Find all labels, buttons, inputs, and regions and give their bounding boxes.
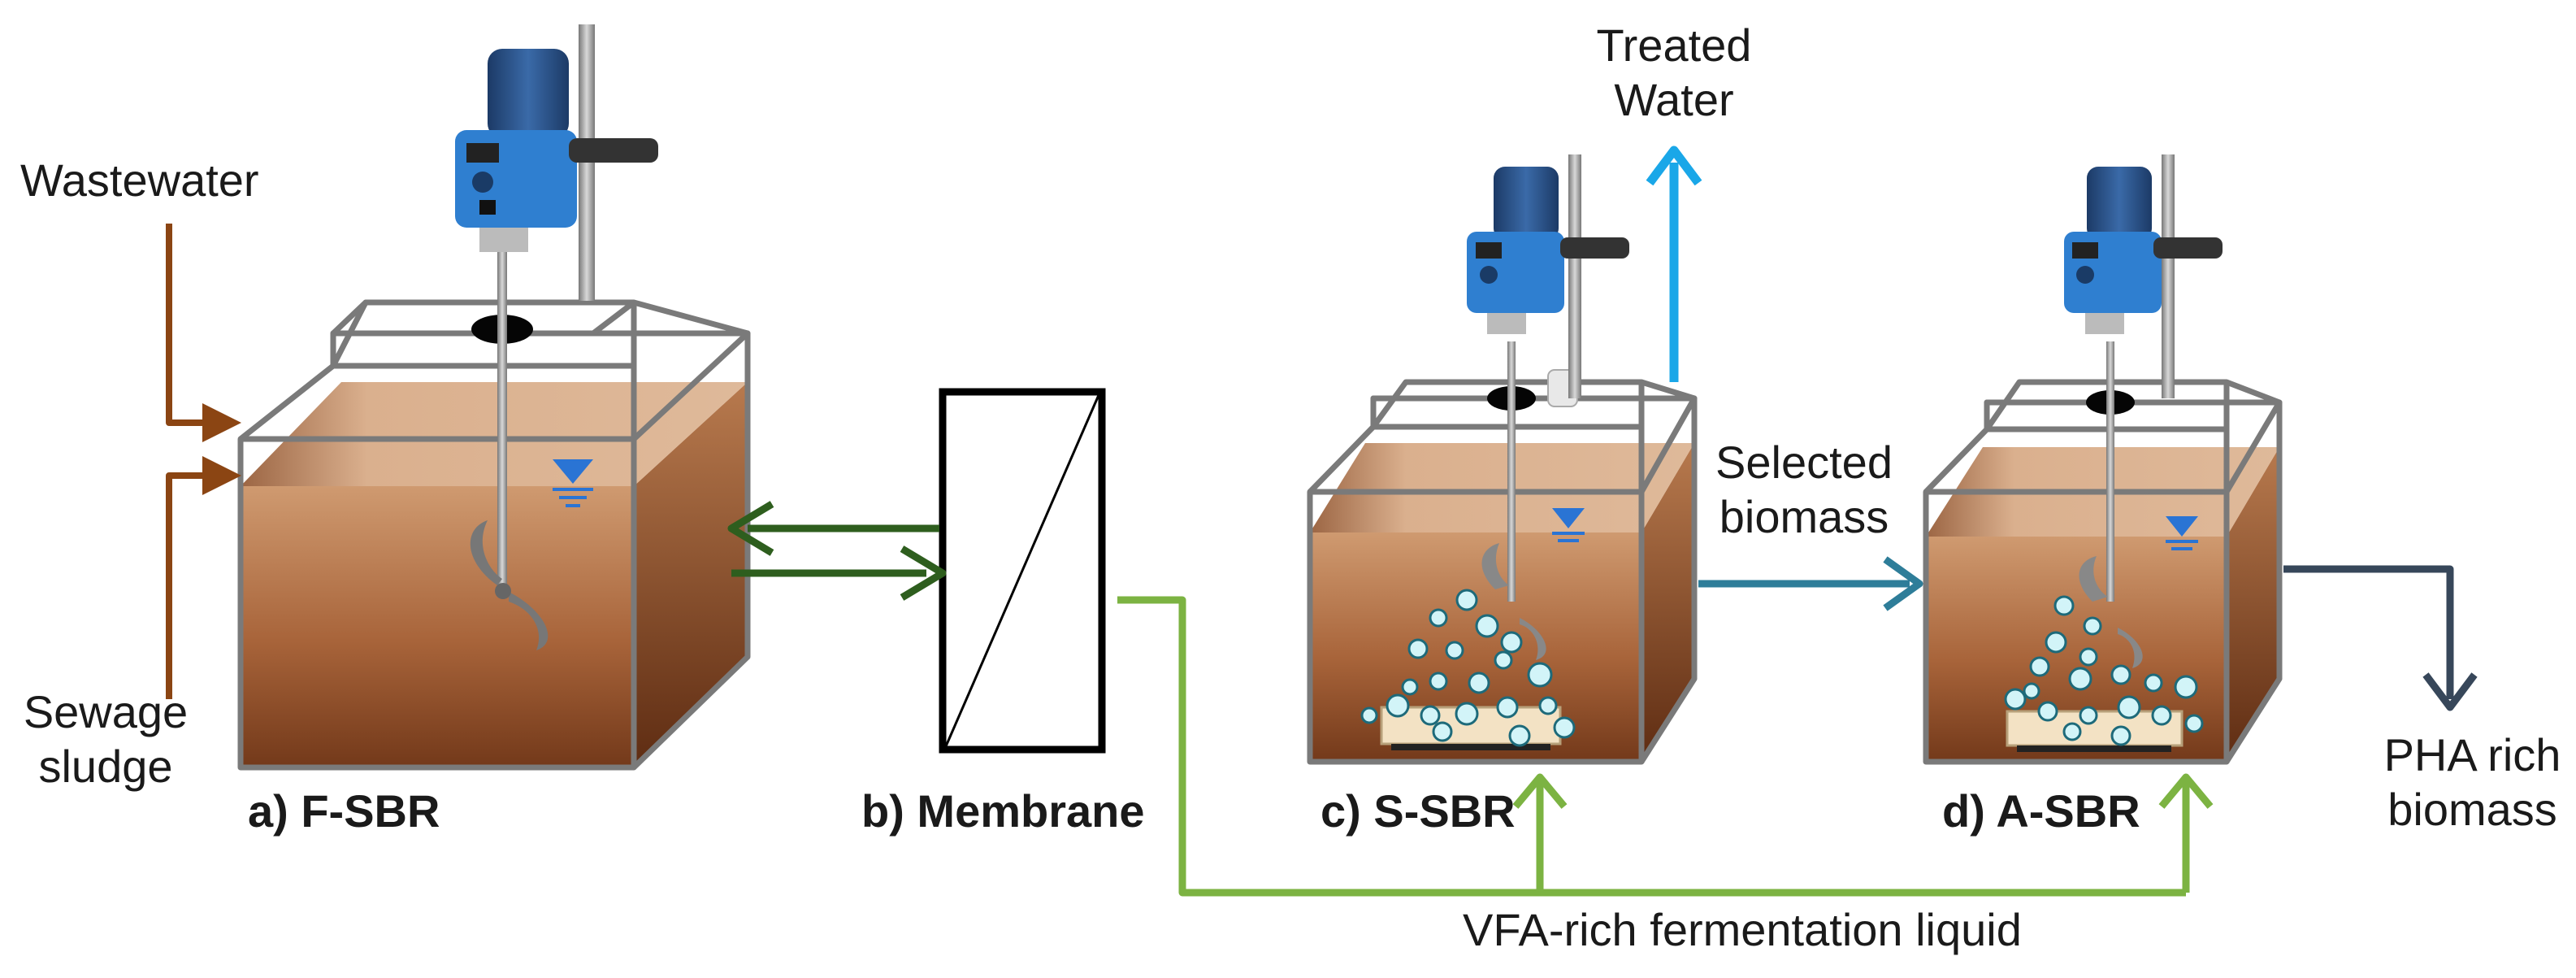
wastewater-label: Wastewater (20, 154, 259, 206)
sewage-label-line1: Sewage (23, 686, 189, 737)
water-level-icon (2166, 516, 2198, 550)
f-sbr-label: a) F-SBR (248, 785, 440, 837)
air-bubbles-icon (2004, 595, 2204, 746)
pha-biomass-label: PHA rich biomass (2373, 728, 2572, 837)
s-sbr-label: c) S-SBR (1321, 785, 1516, 837)
a-sbr-label: d) A-SBR (1942, 785, 2140, 837)
water-level-icon (1552, 508, 1585, 542)
wastewater-arrow (166, 224, 241, 442)
f-sbr-liquid-top (241, 382, 748, 486)
treated-label-line2: Water (1614, 74, 1734, 126)
a-sbr-reactor (1923, 154, 2283, 765)
f-sbr-liquid-side (634, 382, 748, 767)
f-sbr-reactor (237, 24, 751, 771)
sewage-label-line2: sludge (38, 741, 173, 793)
selected-biomass-label: Selected biomass (1694, 435, 1914, 544)
membrane-feed-arrow (731, 546, 947, 601)
membrane-label: b) Membrane (861, 785, 1145, 837)
air-bubbles-icon (1360, 589, 1576, 747)
s-sbr-reactor (1307, 154, 1698, 765)
stirrer-motor-icon (455, 24, 658, 301)
water-level-icon (553, 459, 593, 507)
impeller-blade-icon (470, 520, 502, 585)
sewage-sludge-label: Sewage sludge (8, 685, 203, 793)
pha-label-line2: biomass (2387, 784, 2557, 836)
stirrer-motor-icon (1467, 154, 1629, 398)
membrane-module (939, 388, 1106, 754)
pha-label-line1: PHA rich (2383, 729, 2561, 780)
sewage-sludge-arrow (166, 456, 241, 699)
selected-label-line1: Selected (1715, 437, 1893, 488)
membrane-return-arrow (727, 501, 939, 556)
impeller-hub-icon (495, 583, 511, 599)
selected-biomass-arrow (1698, 556, 1923, 611)
vfa-liquid-label: VFA-rich fermentation liquid (1463, 904, 2022, 955)
stirrer-motor-icon (2064, 154, 2223, 398)
f-sbr-liquid (241, 486, 634, 767)
treated-water-arrow (1646, 146, 1702, 382)
vfa-line (1117, 596, 2214, 897)
pha-biomass-arrow (2283, 565, 2478, 711)
selected-label-line2: biomass (1719, 491, 1889, 543)
treated-label-line1: Treated (1596, 20, 1752, 71)
f-sbr-shaft (497, 244, 507, 585)
impeller-blade-icon (509, 592, 549, 650)
treated-water-label: Treated Water (1560, 18, 1788, 127)
